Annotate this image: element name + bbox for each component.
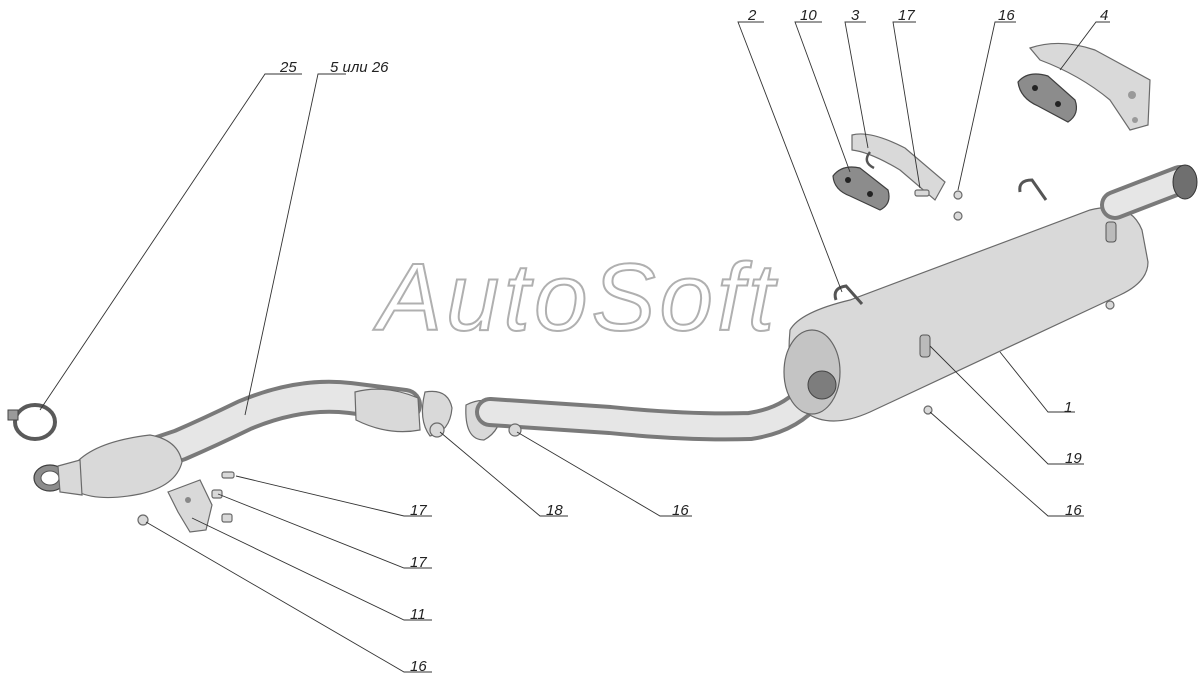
callout-17-lower-a: 17: [410, 502, 427, 519]
leader-lines: [39, 21, 1110, 673]
callout-18: 18: [546, 502, 563, 519]
bracket-3: [851, 133, 946, 201]
callout-labels: 25 5 или 26 2 10 3 17 16 4 1 19 16 18 16…: [279, 7, 1108, 675]
clamp-25: [7, 403, 57, 441]
callout-16-front: 16: [410, 658, 427, 675]
bracket-11: [167, 479, 213, 533]
callout-3: 3: [851, 7, 860, 24]
callout-10: 10: [800, 7, 817, 24]
rubber-cushion-4: [1017, 73, 1078, 123]
callout-17-upper: 17: [898, 7, 915, 24]
callout-5-or-26: 5 или 26: [330, 59, 389, 76]
callout-1: 1: [1064, 399, 1072, 416]
callout-16-upper: 16: [998, 7, 1015, 24]
bolt-17-upper: [914, 189, 930, 197]
fastener-bolts-17: [211, 471, 235, 523]
watermark-text: AutoSoft: [373, 244, 778, 351]
callout-19: 19: [1065, 450, 1082, 467]
front-pipe-catalytic-converter: [33, 379, 453, 499]
clamp-18: [429, 422, 445, 438]
callout-17-lower-b: 17: [410, 554, 427, 571]
callout-25: 25: [279, 59, 297, 76]
rubber-cushion-10: [832, 166, 890, 211]
callout-16-middle: 16: [672, 502, 689, 519]
callout-16-rear: 16: [1065, 502, 1082, 519]
callout-2: 2: [747, 7, 757, 24]
callout-4: 4: [1100, 7, 1108, 24]
callout-11: 11: [410, 606, 426, 623]
nut-16-upper: [953, 190, 963, 221]
nut-16-front: [137, 514, 149, 526]
nut-16-rear-right: [1105, 300, 1115, 310]
muffler-1: [783, 164, 1198, 422]
intermediate-pipe: [465, 380, 825, 442]
nut-16-middle: [508, 423, 522, 437]
